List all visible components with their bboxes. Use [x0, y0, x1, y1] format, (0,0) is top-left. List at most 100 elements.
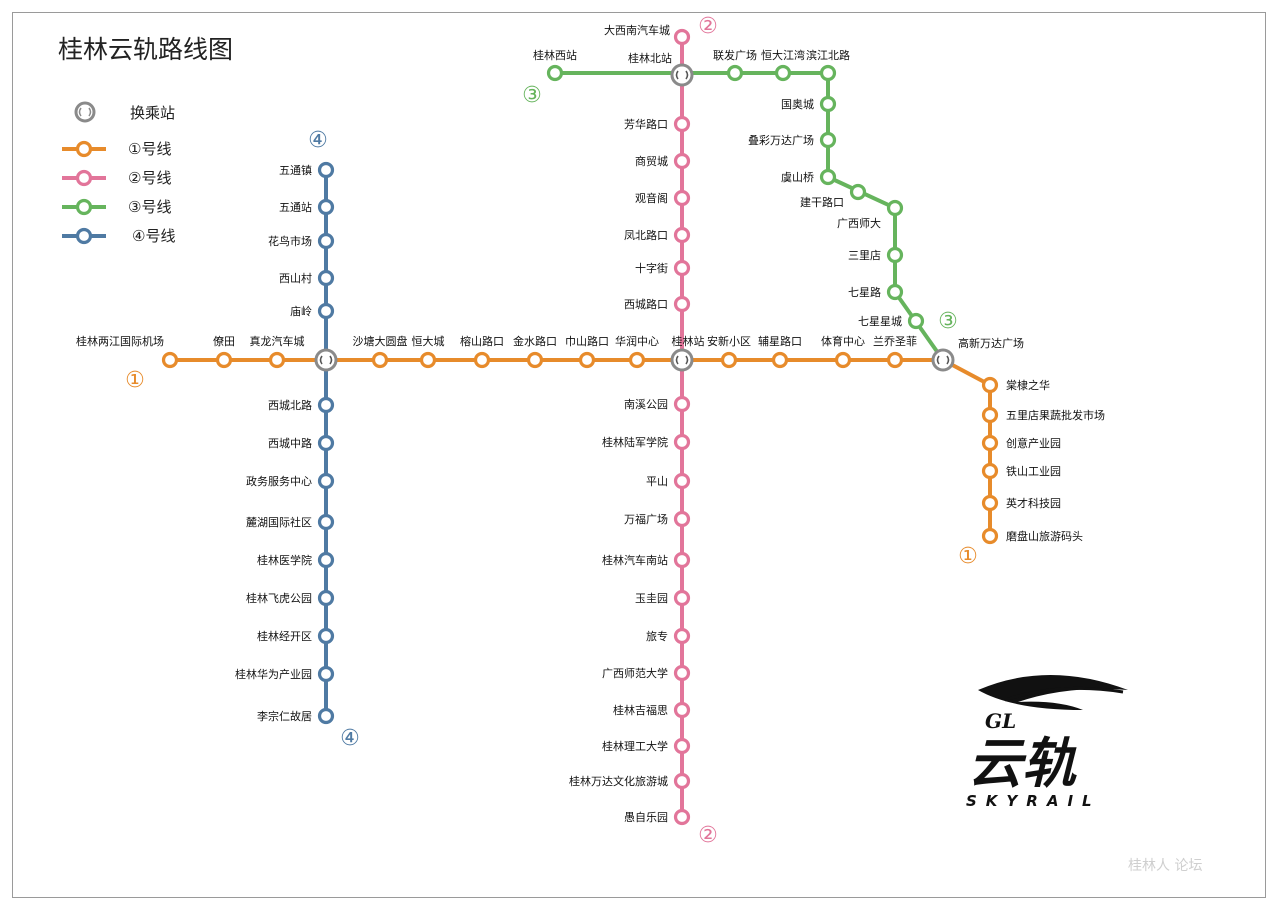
watermark: 桂林人 论坛 — [1128, 858, 1202, 874]
station-label-line3-7: 建干路口 — [800, 195, 844, 209]
station-label-line3-3: 滨江北路 — [806, 48, 850, 62]
station-line3-2[interactable] — [774, 64, 792, 82]
station-line3-6[interactable] — [819, 168, 837, 186]
station-label-line4-0: 五通镇 — [279, 163, 312, 177]
station-line1-3[interactable] — [371, 351, 389, 369]
station-line3-3[interactable] — [819, 64, 837, 82]
station-label-line2-16: 桂林理工大学 — [602, 739, 668, 753]
station-line4-8[interactable] — [317, 513, 335, 531]
transfer-legend-icon — [74, 101, 96, 123]
station-line1-18[interactable] — [981, 527, 999, 545]
station-line1-17[interactable] — [981, 494, 999, 512]
station-line1-16[interactable] — [981, 462, 999, 480]
station-line2-8[interactable] — [673, 433, 691, 451]
station-label-line3-6: 虞山桥 — [781, 170, 814, 184]
station-line2-4[interactable] — [673, 226, 691, 244]
station-line1-6[interactable] — [526, 351, 544, 369]
station-label-line4-1: 五通站 — [279, 200, 312, 214]
station-line1-15[interactable] — [981, 434, 999, 452]
station-line3-7[interactable] — [849, 183, 867, 201]
station-line2-18[interactable] — [673, 808, 691, 826]
station-line2-15[interactable] — [673, 701, 691, 719]
line-1-tag-east: ① — [958, 544, 978, 569]
station-line3-0[interactable] — [546, 64, 564, 82]
station-line3-8[interactable] — [886, 199, 904, 217]
transfer-station-west[interactable] — [314, 348, 338, 372]
station-line3-4[interactable] — [819, 95, 837, 113]
station-label-line4-7: 政务服务中心 — [246, 474, 312, 488]
station-line1-0[interactable] — [161, 351, 179, 369]
station-label-line2-4: 凤北路口 — [624, 229, 668, 242]
transfer-station-2[interactable] — [931, 348, 955, 372]
station-label-line3-9: 三里店 — [848, 248, 881, 262]
station-line3-9[interactable] — [886, 246, 904, 264]
station-line1-2[interactable] — [268, 351, 286, 369]
station-line1-1[interactable] — [215, 351, 233, 369]
station-line1-14[interactable] — [981, 406, 999, 424]
station-line2-0[interactable] — [673, 28, 691, 46]
station-line2-12[interactable] — [673, 589, 691, 607]
station-line4-0[interactable] — [317, 161, 335, 179]
station-line4-3[interactable] — [317, 269, 335, 287]
station-line1-4[interactable] — [419, 351, 437, 369]
station-label-line3-8: 广西师大 — [837, 216, 881, 230]
station-line2-1[interactable] — [673, 115, 691, 133]
station-line1-11[interactable] — [834, 351, 852, 369]
line-3-tag-east: ③ — [938, 309, 958, 334]
station-line2-7[interactable] — [673, 395, 691, 413]
station-line4-4[interactable] — [317, 302, 335, 320]
station-line1-8[interactable] — [628, 351, 646, 369]
station-line3-11[interactable] — [907, 312, 925, 330]
station-line2-17[interactable] — [673, 772, 691, 790]
station-line2-10[interactable] — [673, 510, 691, 528]
station-line3-5[interactable] — [819, 131, 837, 149]
station-label-line4-5: 西城北路 — [268, 399, 312, 412]
station-line4-2[interactable] — [317, 232, 335, 250]
station-label-line2-8: 桂林陆军学院 — [602, 435, 668, 449]
brand-en: SKYRAIL — [966, 792, 1101, 810]
station-line4-1[interactable] — [317, 198, 335, 216]
line-1-tag-west: ① — [125, 368, 145, 393]
legend-line-3-label: ③号线 — [128, 198, 171, 216]
station-line3-10[interactable] — [886, 283, 904, 301]
station-line4-5[interactable] — [317, 396, 335, 414]
station-line2-3[interactable] — [673, 189, 691, 207]
station-line1-12[interactable] — [886, 351, 904, 369]
station-line2-5[interactable] — [673, 259, 691, 277]
line-3-tag-west: ③ — [522, 83, 542, 108]
station-line4-6[interactable] — [317, 434, 335, 452]
station-line2-13[interactable] — [673, 627, 691, 645]
station-line4-7[interactable] — [317, 472, 335, 490]
station-line1-13[interactable] — [981, 376, 999, 394]
station-label-line3-10: 七星路 — [848, 286, 881, 299]
station-line1-5[interactable] — [473, 351, 491, 369]
station-line2-16[interactable] — [673, 737, 691, 755]
station-label-line4-10: 桂林飞虎公园 — [246, 591, 312, 605]
legend-line-4-label: ④号线 — [132, 227, 175, 245]
station-line2-14[interactable] — [673, 664, 691, 682]
station-line1-7[interactable] — [578, 351, 596, 369]
transfer-station-1[interactable] — [670, 348, 694, 372]
legend-line-3-swatch — [62, 198, 106, 216]
station-line1-10[interactable] — [771, 351, 789, 369]
station-line4-11[interactable] — [317, 627, 335, 645]
station-line2-11[interactable] — [673, 551, 691, 569]
station-line4-10[interactable] — [317, 589, 335, 607]
station-label-line4-2: 花鸟市场 — [268, 234, 312, 248]
station-line2-2[interactable] — [673, 152, 691, 170]
station-line3-1[interactable] — [726, 64, 744, 82]
transfer-label-2: 高新万达广场 — [958, 336, 1024, 350]
station-line4-12[interactable] — [317, 665, 335, 683]
station-line4-9[interactable] — [317, 551, 335, 569]
transfer-station-0[interactable] — [670, 63, 694, 87]
station-line2-9[interactable] — [673, 472, 691, 490]
brand-gl: GL — [985, 709, 1016, 733]
legend-line-2-swatch — [62, 169, 106, 187]
station-label-line4-9: 桂林医学院 — [257, 553, 312, 567]
station-label-line2-17: 桂林万达文化旅游城 — [569, 774, 668, 788]
station-line2-6[interactable] — [673, 295, 691, 313]
line-4-tag-south: ④ — [340, 726, 360, 751]
station-line4-13[interactable] — [317, 707, 335, 725]
brand-name: 云轨 — [968, 732, 1077, 795]
station-line1-9[interactable] — [720, 351, 738, 369]
